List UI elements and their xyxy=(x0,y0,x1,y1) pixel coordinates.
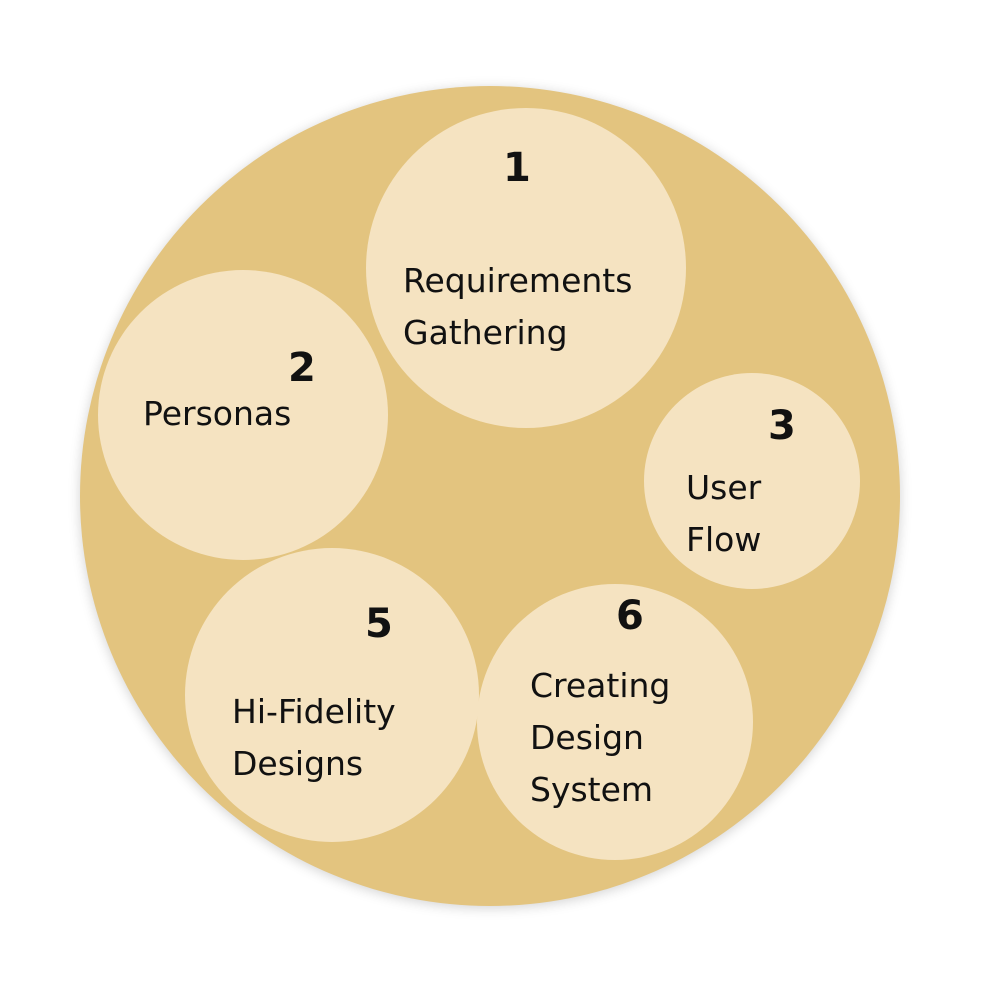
step-3-label-line: Flow xyxy=(686,520,762,559)
step-6-label: Creating Design System xyxy=(530,660,670,816)
step-6-label-line: System xyxy=(530,770,654,809)
step-3-circle xyxy=(644,373,860,589)
step-5-number: 5 xyxy=(365,601,393,647)
step-3-number: 3 xyxy=(768,403,796,449)
step-2-number: 2 xyxy=(288,345,316,391)
step-2-label-line: Personas xyxy=(143,394,292,433)
step-6-circle xyxy=(477,584,753,860)
step-1-label-line: Gathering xyxy=(403,313,568,352)
step-5-label-line: Designs xyxy=(232,744,364,783)
step-3-label: User Flow xyxy=(686,462,761,566)
step-6-number: 6 xyxy=(616,593,644,639)
step-5-label: Hi-Fidelity Designs xyxy=(232,686,396,790)
step-1-number: 1 xyxy=(503,145,531,191)
step-2-circle xyxy=(98,270,388,560)
step-1-label: Requirements Gathering xyxy=(403,255,632,359)
step-3-label-line: User xyxy=(686,468,762,507)
step-1-label-line: Requirements xyxy=(403,261,633,300)
step-6-label-line: Design xyxy=(530,718,644,757)
step-6-label-line: Creating xyxy=(530,666,671,705)
step-5-label-line: Hi-Fidelity xyxy=(232,692,396,731)
step-1-circle xyxy=(366,108,686,428)
step-5-circle xyxy=(185,548,479,842)
step-2-label: Personas xyxy=(143,388,291,440)
